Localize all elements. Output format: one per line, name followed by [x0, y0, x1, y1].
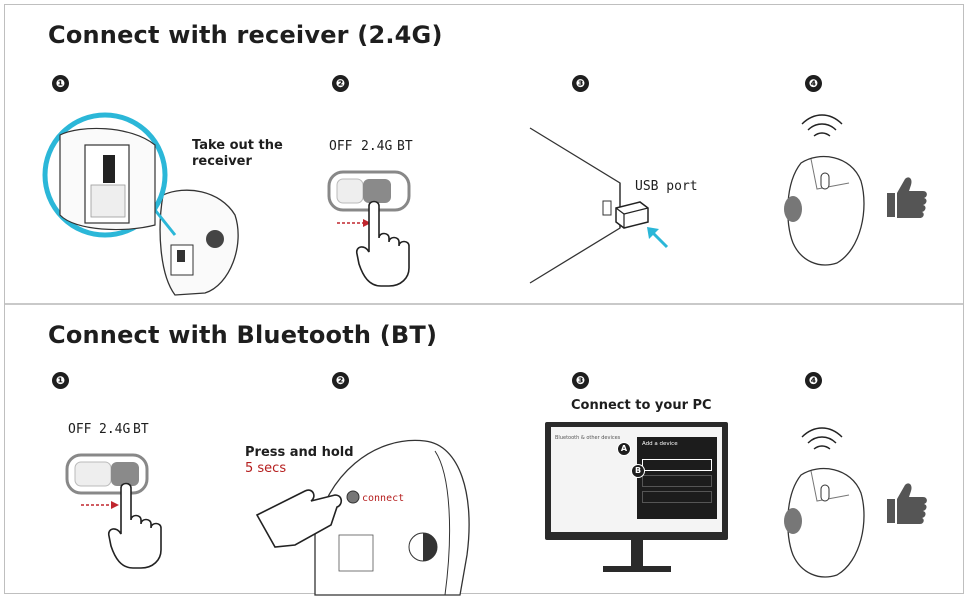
connect-pc-caption: Connect to your PC: [571, 398, 712, 413]
step-badge-3: ❸: [572, 372, 589, 389]
usb-port-caption: USB port: [635, 179, 698, 194]
step-badge-4: ❹: [805, 75, 822, 92]
receiver-removal-illustration: [42, 112, 239, 296]
insert-arrow-icon: [647, 227, 669, 249]
add-device-dialog: Add a device: [637, 437, 717, 519]
instruction-frame: [4, 4, 964, 594]
pointing-hand-icon: [107, 482, 162, 569]
marker-a: A: [617, 442, 631, 456]
pc-screen-content: Bluetooth & other devices Add a device A…: [551, 427, 722, 532]
dialog-option-everything-else[interactable]: [642, 491, 712, 503]
monitor-stand-icon: [603, 540, 671, 572]
add-device-dialog-title: Add a device: [642, 441, 678, 447]
dialog-option-wireless-display[interactable]: [642, 475, 712, 487]
step-badge-1: ❶: [52, 372, 69, 389]
take-out-caption-line2: receiver: [192, 154, 252, 169]
mouse-underside-illustration: [255, 439, 470, 596]
step-badge-2: ❷: [332, 372, 349, 389]
connect-button-label: connect: [362, 493, 405, 504]
section-divider: [5, 303, 963, 305]
switch-label-bt: BT: [133, 422, 149, 437]
receiver-section: Connect with receiver (2.4G) ❶ ❷ ❸ ❹ Tak…: [5, 5, 963, 302]
section-title-bluetooth: Connect with Bluetooth (BT): [48, 321, 438, 349]
switch-label-off: OFF: [329, 139, 353, 154]
bluetooth-settings-title: Bluetooth & other devices: [555, 435, 621, 441]
usb-receiver-icon: [615, 201, 649, 229]
step-badge-1: ❶: [52, 75, 69, 92]
step-badge-2: ❷: [332, 75, 349, 92]
thumbs-up-icon: [887, 483, 927, 524]
switch-label-24g: 2.4G: [361, 139, 393, 154]
section-title-receiver: Connect with receiver (2.4G): [48, 21, 443, 49]
switch-label-bt: BT: [397, 139, 413, 154]
laptop-usb-port-illustration: [529, 127, 621, 284]
wireless-signal-icon: [801, 427, 843, 450]
step-badge-3: ❸: [572, 75, 589, 92]
monitor-icon: Bluetooth & other devices Add a device A…: [545, 422, 728, 540]
take-out-caption-line1: Take out the: [192, 138, 283, 153]
hold-duration-caption: 5 secs: [245, 461, 287, 476]
marker-b: B: [631, 464, 645, 478]
step-badge-4: ❹: [805, 372, 822, 389]
pointing-hand-icon: [355, 200, 410, 287]
bluetooth-section: Connect with Bluetooth (BT) ❶ ❷ ❸ ❹ OFF …: [5, 305, 963, 596]
thumbs-up-icon: [887, 177, 927, 218]
wireless-signal-icon: [801, 114, 843, 137]
switch-label-24g: 2.4G: [99, 422, 131, 437]
press-hold-caption: Press and hold: [245, 445, 354, 460]
trackball-mouse-icon: [784, 468, 865, 578]
switch-label-off: OFF: [68, 422, 92, 437]
trackball-mouse-icon: [784, 156, 865, 266]
dialog-option-bluetooth[interactable]: [642, 459, 712, 471]
